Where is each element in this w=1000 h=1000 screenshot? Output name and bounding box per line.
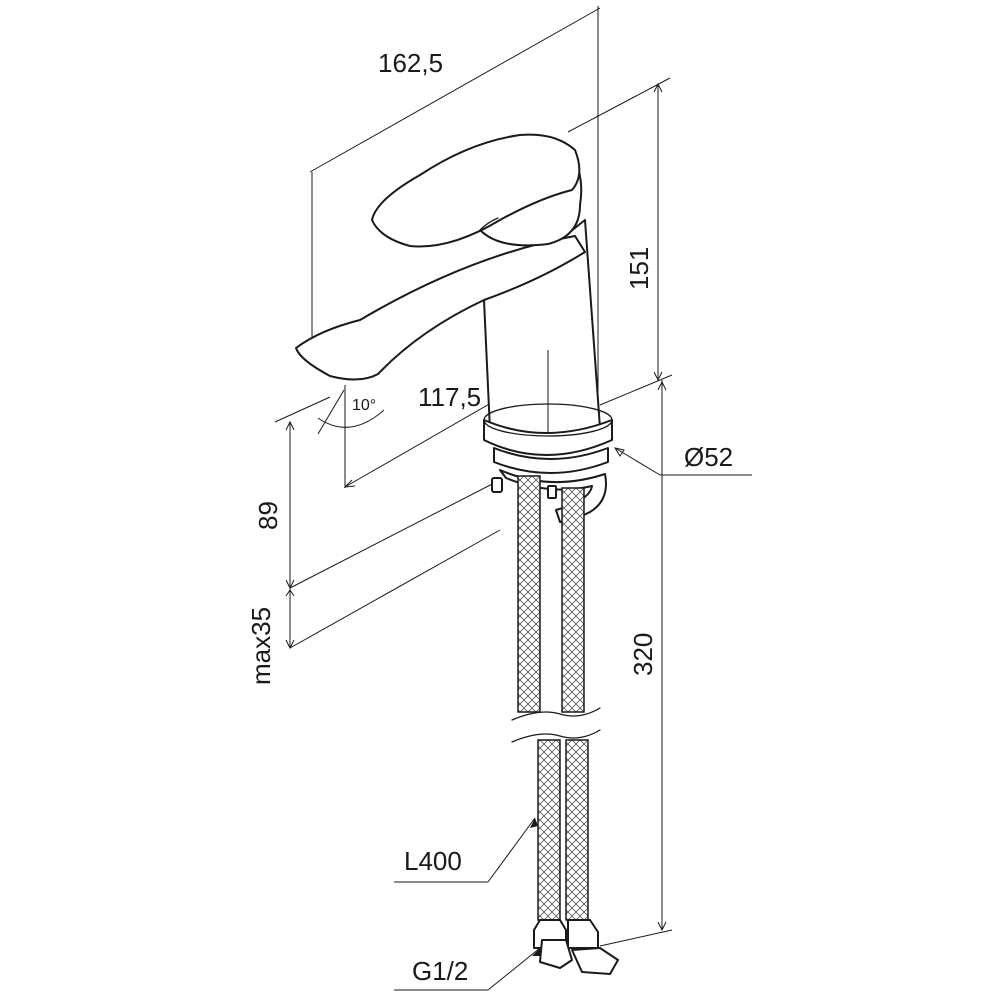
dim-height-label: 151 [624, 247, 654, 290]
callout-thread-label: G1/2 [412, 956, 468, 986]
dim-angle-label: 10° [352, 397, 376, 414]
callout-hose-length: L400 [394, 817, 538, 883]
callout-diameter-label: Ø52 [684, 442, 733, 472]
dimension-spout-height: 89 max35 [246, 396, 501, 685]
dim-deck-thickness-label: max35 [246, 607, 276, 685]
callout-hose-length-label: L400 [404, 846, 462, 876]
callout-thread: G1/2 [394, 947, 541, 991]
dim-hose-drop-label: 320 [628, 633, 658, 676]
dim-total-length-label: 162,5 [378, 48, 443, 78]
dimension-height-body: 151 [567, 77, 673, 406]
dimension-total-length: 162,5 [309, 6, 601, 410]
dimension-angle: 10° [317, 389, 385, 435]
dim-spout-height-label: 89 [253, 501, 283, 530]
faucet-body [295, 133, 613, 523]
dimension-hose-drop: 320 [599, 380, 673, 947]
flexible-hoses [511, 475, 619, 975]
dim-spout-reach-label: 117,5 [418, 382, 481, 412]
callout-base-diameter: Ø52 [613, 442, 752, 476]
